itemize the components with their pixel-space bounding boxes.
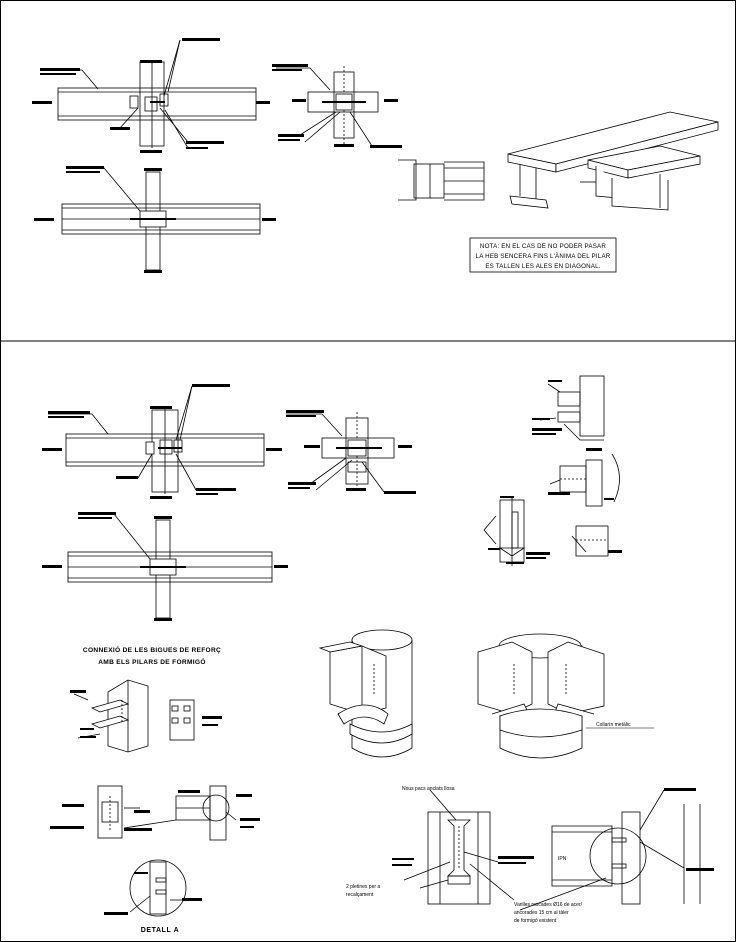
label-leaders-top-plan (34, 166, 276, 273)
connection-title-line-2: AMB ELS PILARS DE FORMIGÓ (98, 657, 206, 666)
rods-label-line-3: de formigó existent (514, 918, 557, 924)
connection-title-line-1: CONNEXIÓ DE LES BIGUES DE REFORÇ (83, 645, 221, 654)
column-section-plates (403, 789, 515, 905)
elevation-small-bottom-middle (286, 412, 395, 493)
note-box: NOTA: EN EL CAS DE NO PODER PASAR LA HEB… (469, 237, 617, 273)
collar-label: Collarín metàlic (596, 722, 631, 728)
rods-label-line-1: Varilles roscades Ø16 de acer/ (514, 902, 583, 908)
label-leaders-column-plates-left (50, 804, 150, 829)
label-leaders-connection-detail (70, 690, 96, 738)
label-leaders-detail-a (104, 872, 202, 915)
rods-label-line-2: ancorades 15 cm al tàler (514, 910, 569, 916)
detail-a-circle (129, 859, 187, 917)
detail-a-label: DETALL A (141, 927, 180, 934)
column-collar-3d-right (477, 633, 605, 759)
elevation-beam-column-bottom-left (48, 385, 265, 494)
plates-label-line-1: 2 pletines per a (346, 884, 380, 890)
elevation-small-top-middle (276, 66, 379, 147)
label-leaders-right-top (532, 380, 562, 435)
note-line-3: ES TALLEN LES ALES EN DIAGONAL. (485, 263, 600, 270)
label-leaders-bottom-plan (42, 512, 288, 621)
label-leaders-right-lower (488, 496, 622, 564)
label-leaders-top-middle (272, 64, 402, 148)
note-line-2: LA HEB SENCERA FINS L'ÀNIMA DEL PILAR (476, 253, 611, 260)
isometric-beam-assembly (507, 111, 719, 211)
label-leaders-top-left (32, 38, 270, 153)
plates-label-line-2: recalçament (346, 892, 374, 898)
column-collar-3d-left (318, 629, 413, 758)
detail-column-plates-left (97, 785, 140, 839)
note-line-1: NOTA: EN EL CAS DE NO PODER PASAR (480, 243, 606, 250)
plan-beam-column-top-left (61, 167, 261, 271)
connection-detail-isometric (73, 679, 149, 753)
detail-right-lower (483, 498, 609, 566)
section-heb-cut (398, 159, 485, 201)
plan-beam-column-bottom-left (67, 513, 273, 619)
ipn-detail (519, 789, 701, 911)
label-leaders-connection-elev (202, 716, 222, 726)
connection-title: CONNEXIÓ DE LES BIGUES DE REFORÇ AMB ELS… (83, 645, 221, 666)
connection-detail-elevation (169, 699, 195, 741)
detail-column-plates-right (123, 785, 237, 841)
label-leaders-bottom-middle (286, 410, 416, 494)
label-leaders-column-section (392, 856, 534, 866)
label-leaders-column-plates-right (124, 790, 260, 831)
detail-right-middle (549, 453, 620, 507)
top-small-label: Nous pacs anclats llosa (402, 786, 455, 792)
collar-label-group: Collarín metàlic (586, 722, 654, 729)
elevation-beam-column-top-left (40, 39, 257, 149)
label-leaders-ipn (664, 788, 714, 871)
label-leaders-bottom-left (42, 384, 282, 499)
ipn-label: IPN (558, 856, 567, 862)
label-leaders-right-middle (548, 448, 614, 500)
